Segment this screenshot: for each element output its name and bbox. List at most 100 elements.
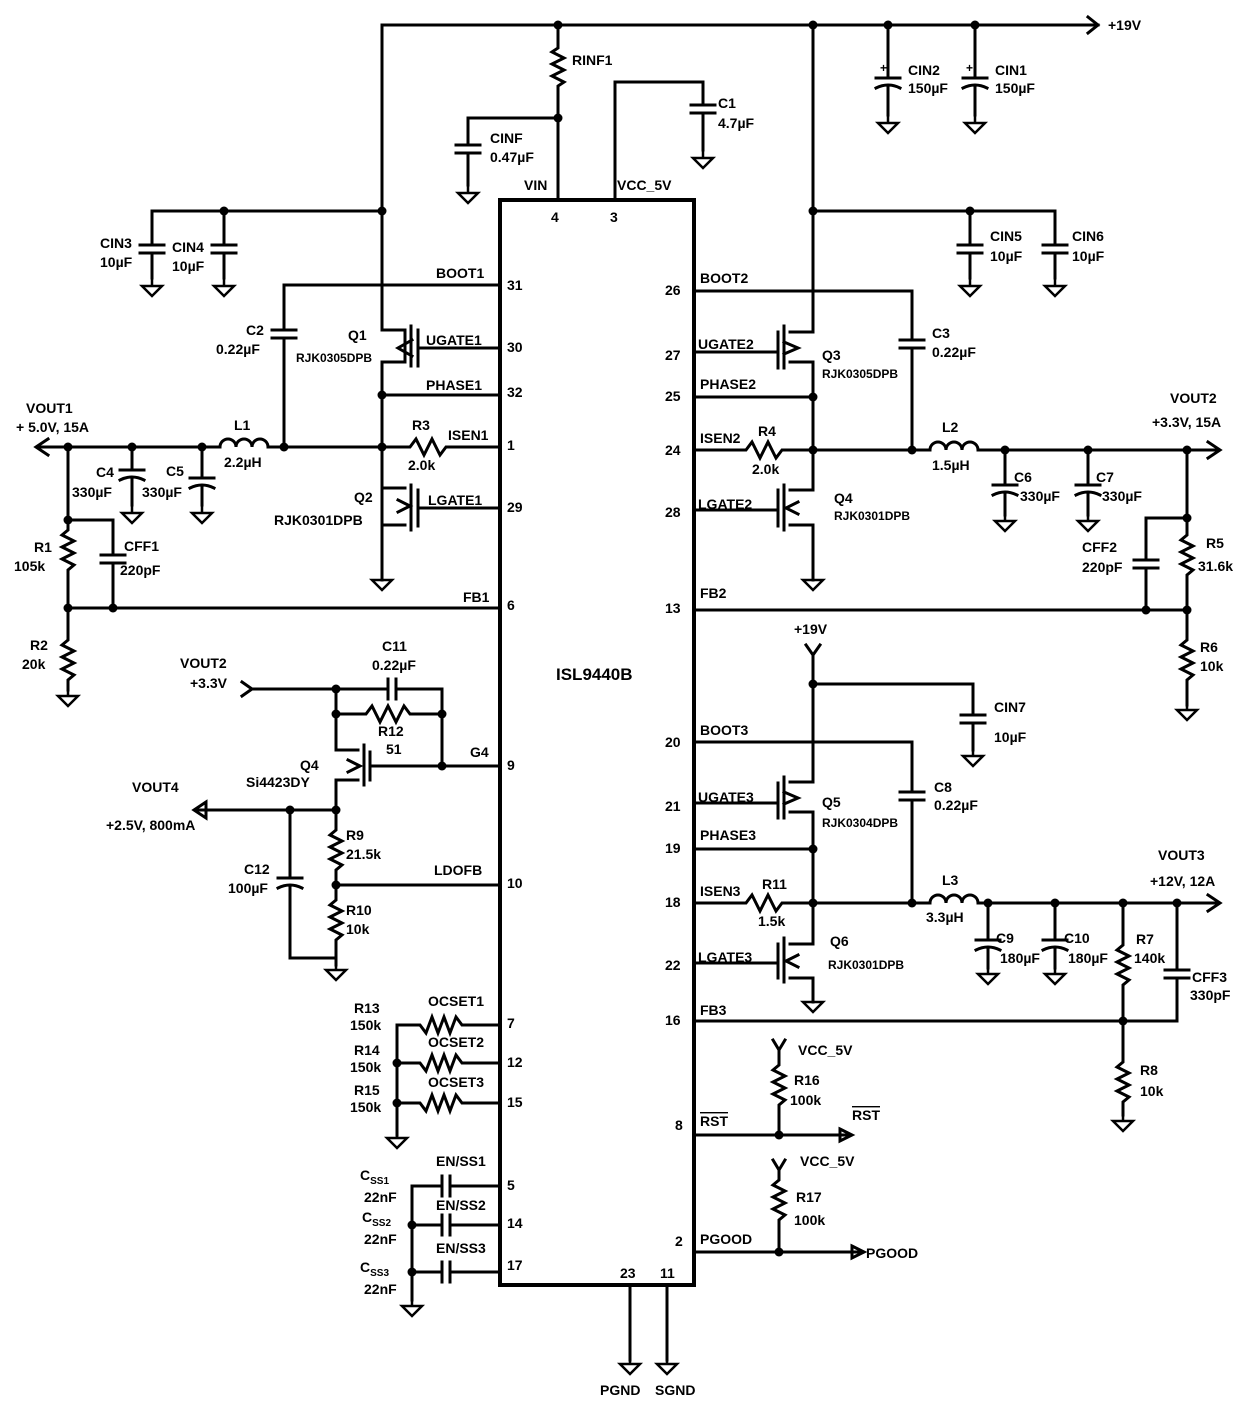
cin5-ref: CIN5: [990, 228, 1022, 244]
vout2-spec: +3.3V, 15A: [1152, 414, 1221, 430]
c12-ref: C12: [244, 861, 270, 877]
pin-ocset1-num: 7: [507, 1015, 515, 1031]
vout3-spec: +12V, 12A: [1150, 873, 1215, 889]
cff2-ref: CFF2: [1082, 539, 1117, 555]
r9-ref: R9: [346, 827, 364, 843]
q2-mosfet: [380, 483, 502, 532]
pin-fb2-num: 13: [665, 600, 681, 616]
pin-isen3-name: ISEN3: [700, 883, 741, 899]
pin-enss1-name: EN/SS1: [436, 1153, 486, 1169]
pin-ocset3-name: OCSET3: [428, 1074, 484, 1090]
l2-value: 1.5µH: [932, 457, 970, 473]
r13-value: 150k: [350, 1017, 381, 1033]
cin3-value: 10µF: [100, 254, 133, 270]
q4a-ref: Q4: [834, 490, 853, 506]
q4a-part: RJK0301DPB: [834, 509, 910, 523]
pin-ocset1-name: OCSET1: [428, 993, 484, 1009]
cin1-ref: CIN1: [995, 62, 1027, 78]
css1-ref: CSS1: [360, 1167, 389, 1187]
r5-ref: R5: [1206, 535, 1224, 551]
pin-phase2-num: 25: [665, 388, 681, 404]
q3-ref: Q3: [822, 347, 841, 363]
pin-boot1-num: 31: [507, 277, 523, 293]
r17-vcc-label: VCC_5V: [800, 1153, 855, 1169]
q4b-part: Si4423DY: [246, 774, 310, 790]
css2-value: 22nF: [364, 1231, 397, 1247]
l1-ref: L1: [234, 417, 251, 433]
r4-value: 2.0k: [752, 461, 779, 477]
pin-phase3-num: 19: [665, 840, 681, 856]
cff1-ref: CFF1: [124, 538, 159, 554]
cin7-ref: CIN7: [994, 699, 1026, 715]
pin-pgood-name: PGOOD: [700, 1231, 752, 1247]
r16-ref: R16: [794, 1072, 820, 1088]
pin-fb2-name: FB2: [700, 585, 727, 601]
q2-part: RJK0301DPB: [274, 512, 363, 528]
c2-ref: C2: [246, 322, 264, 338]
vout1-spec: + 5.0V, 15A: [16, 419, 89, 435]
c4-ref: C4: [96, 464, 114, 480]
r5-value: 31.6k: [1198, 558, 1233, 574]
r17-ref: R17: [796, 1189, 822, 1205]
svg-text:+: +: [880, 61, 887, 75]
css2-ref: CSS2: [362, 1209, 391, 1229]
cff2-value: 220pF: [1082, 559, 1123, 575]
cff1-value: 220pF: [120, 562, 161, 578]
vout2-name: VOUT2: [1170, 390, 1217, 406]
pin-g4-name: G4: [470, 744, 489, 760]
css3-value: 22nF: [364, 1281, 397, 1297]
pin-boot3-num: 20: [665, 734, 681, 750]
vout3-name: VOUT3: [1158, 847, 1205, 863]
c6-value: 330µF: [1020, 488, 1060, 504]
pin-enss3-name: EN/SS3: [436, 1240, 486, 1256]
rst-output-label: RST: [852, 1107, 880, 1123]
r2-value: 20k: [22, 656, 46, 672]
ch3-supply-label: +19V: [794, 621, 828, 637]
c2-value: 0.22µF: [216, 341, 260, 357]
r12-value: 51: [386, 741, 402, 757]
pin-boot2-name: BOOT2: [700, 270, 748, 286]
c5-value: 330µF: [142, 484, 182, 500]
pin-fb3-num: 16: [665, 1012, 681, 1028]
c7-value: 330µF: [1102, 488, 1142, 504]
pin-phase1-num: 32: [507, 384, 523, 400]
rinf1-ref: RINF1: [572, 52, 613, 68]
q4-pmos: [334, 743, 502, 787]
c11-value: 0.22µF: [372, 657, 416, 673]
pin-vin-name: VIN: [524, 177, 547, 193]
pin-isen1-name: ISEN1: [448, 427, 489, 443]
pin-rst-num: 8: [675, 1117, 683, 1133]
pin-enss2-name: EN/SS2: [436, 1197, 486, 1213]
cin4-ref: CIN4: [172, 239, 204, 255]
r11-value: 1.5k: [758, 913, 785, 929]
l3-ref: L3: [942, 872, 959, 888]
q4-mosfet: [692, 448, 815, 582]
q4b-ref: Q4: [300, 757, 319, 773]
pin-ldofb-num: 10: [507, 875, 523, 891]
pin-boot2-num: 26: [665, 282, 681, 298]
rail-19v-label: +19V: [1108, 17, 1142, 33]
r9-value: 21.5k: [346, 846, 381, 862]
c12-value: 100µF: [228, 880, 268, 896]
q3-part: RJK0305DPB: [822, 367, 898, 381]
c7-ref: C7: [1096, 469, 1114, 485]
pin-ocset2-num: 12: [507, 1054, 523, 1070]
cin2-value: 150µF: [908, 80, 948, 96]
r14-value: 150k: [350, 1059, 381, 1075]
q6-mosfet: [692, 901, 815, 1004]
pin-ocset3-num: 15: [507, 1094, 523, 1110]
c6-ref: C6: [1014, 469, 1032, 485]
pin-rst-name: RST: [700, 1113, 728, 1129]
pin-ugate1-name: UGATE1: [426, 332, 482, 348]
r7-value: 140k: [1134, 950, 1165, 966]
r2-ref: R2: [30, 637, 48, 653]
pin-vcc-num: 3: [610, 209, 618, 225]
pin-fb1-name: FB1: [463, 589, 490, 605]
l3-value: 3.3µH: [926, 909, 964, 925]
q5-mosfet: [692, 775, 815, 905]
pin-enss1-num: 5: [507, 1177, 515, 1193]
pin-lgate3-name: LGATE3: [698, 949, 752, 965]
r3-value: 2.0k: [408, 457, 435, 473]
r1-value: 105k: [14, 558, 45, 574]
pin-ocset2-name: OCSET2: [428, 1034, 484, 1050]
